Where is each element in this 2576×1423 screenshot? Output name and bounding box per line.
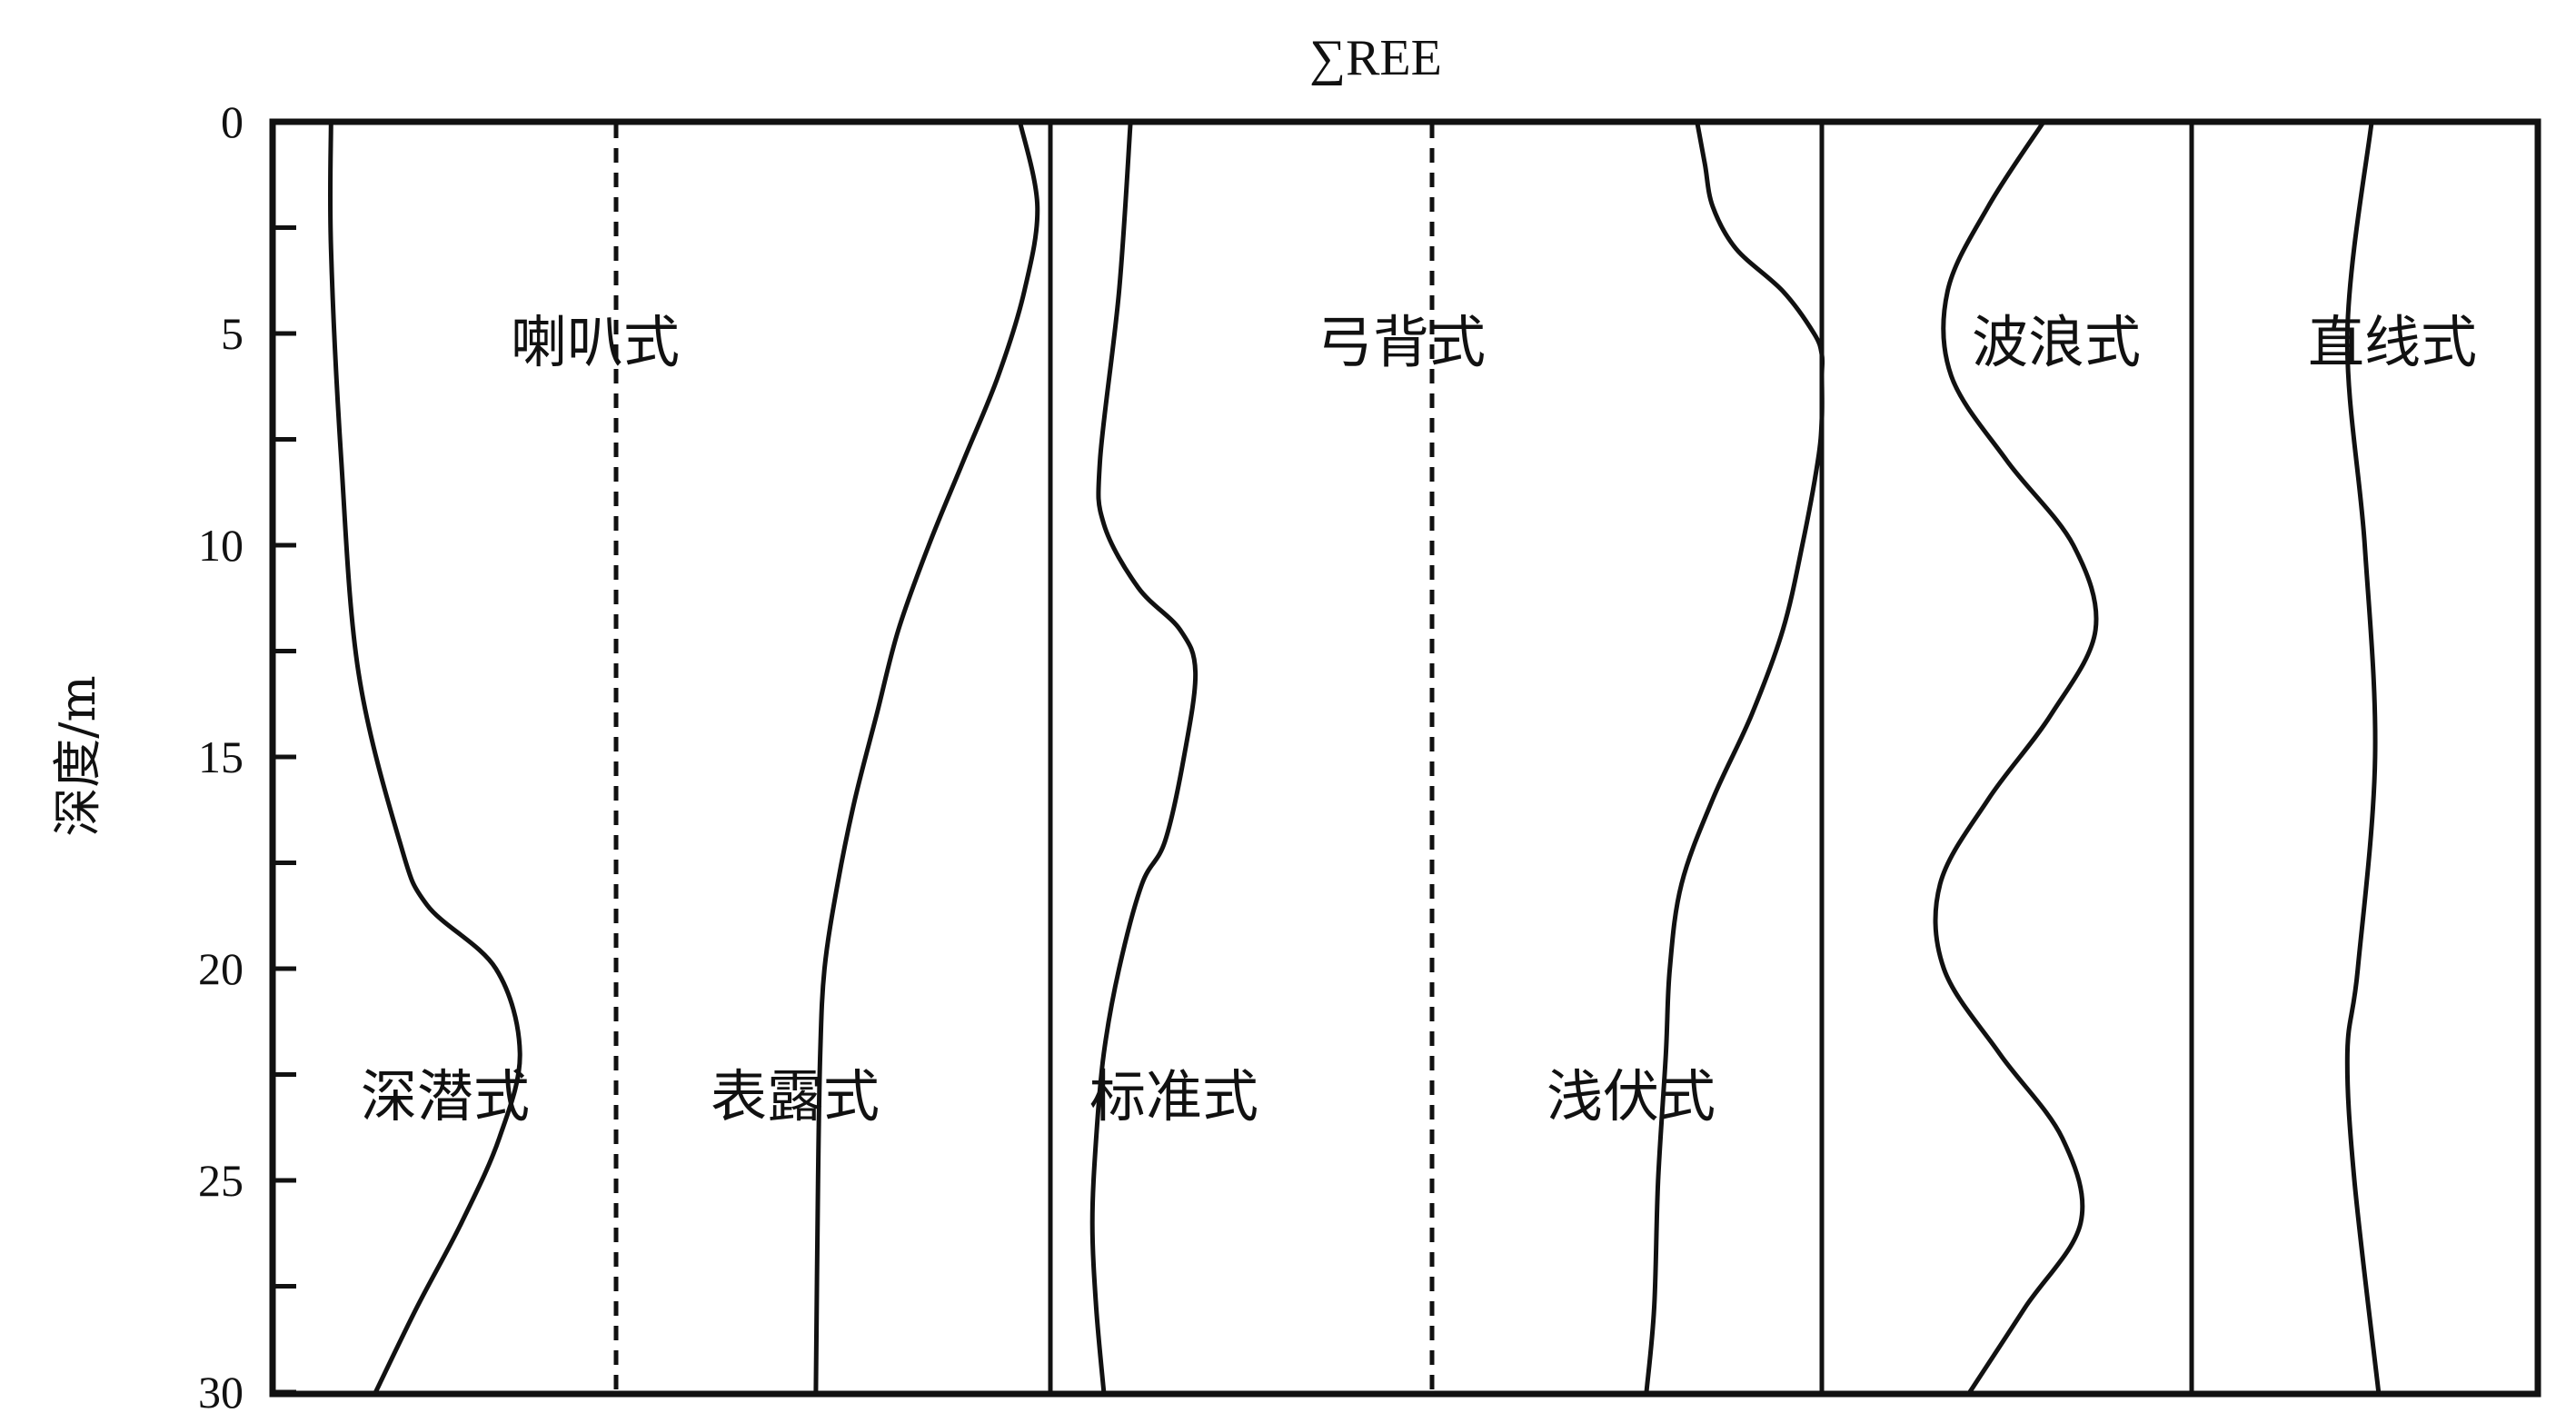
y-tick-label: 20 <box>198 943 244 994</box>
profile-curve-2 <box>813 119 1040 1395</box>
profile-curve-6 <box>2344 119 2382 1395</box>
y-tick-label: 5 <box>221 308 244 359</box>
y-tick-label: 10 <box>198 520 244 571</box>
y-axis-label: 深度/m <box>49 675 106 836</box>
y-tick-label: 30 <box>198 1367 244 1418</box>
profile-curves <box>327 119 2382 1395</box>
profile-curve-1 <box>327 119 522 1395</box>
plot-frame <box>269 118 2541 1398</box>
profile-label-exposed: 表露式 <box>711 1063 880 1129</box>
profile-curve-3 <box>1089 119 1198 1395</box>
group-label-straight: 直线式 <box>2308 309 2477 375</box>
group-label-wave: 波浪式 <box>1972 309 2141 375</box>
profile-label-shallow: 浅伏式 <box>1547 1063 1716 1129</box>
chart-title: ∑REE <box>1309 30 1442 86</box>
profile-label-standard: 标准式 <box>1089 1063 1258 1129</box>
y-tick-label: 0 <box>221 96 244 147</box>
profile-curve-5 <box>1933 119 2099 1395</box>
y-axis-ticks: 0 5 10 15 20 25 30 <box>198 96 296 1418</box>
y-tick-label: 25 <box>198 1155 244 1206</box>
profile-label-deep: 深潜式 <box>361 1063 530 1129</box>
group-label-horn: 喇叭式 <box>511 309 680 375</box>
y-tick-label: 15 <box>198 731 244 782</box>
group-label-bow: 弓背式 <box>1317 309 1486 375</box>
profile-curve-4 <box>1644 119 1825 1395</box>
